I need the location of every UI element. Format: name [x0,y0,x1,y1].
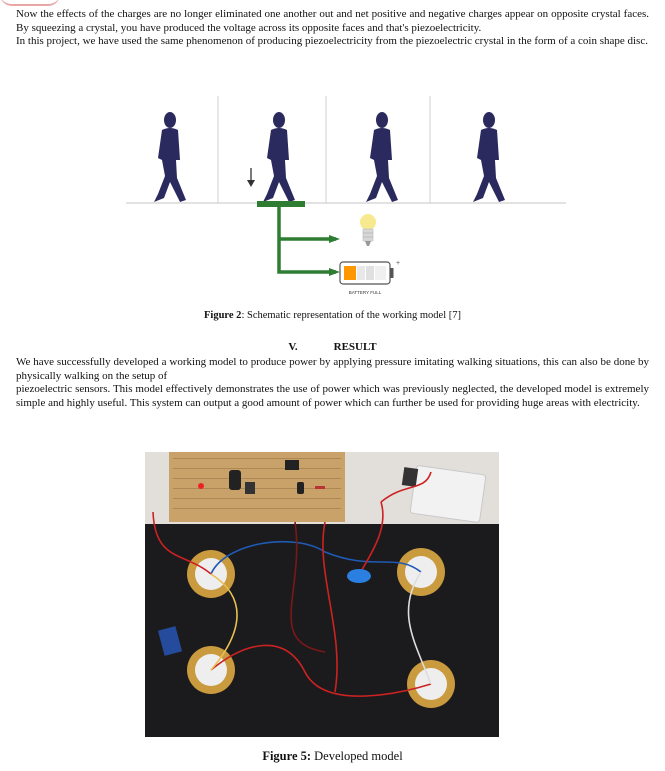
regulator [245,482,255,494]
figure-5-caption: Figure 5: Developed model [0,749,665,764]
light-bulb-icon [360,214,376,246]
figure-2-schematic: BATTERY FULL + [126,96,566,295]
piezo-plate [257,201,305,207]
section-title: RESULT [333,341,377,353]
wires [152,471,432,697]
walker-figure [366,112,398,202]
figure-2-caption: Figure 2: Schematic representation of th… [0,310,665,321]
down-arrow-icon [247,168,255,187]
page-edge-mark [0,0,60,6]
plus-sign: + [396,260,400,267]
sensor-module [157,626,183,656]
walker-figure [154,112,186,202]
capacitor [229,470,241,490]
section-heading: V. RESULT [0,341,665,354]
battery-icon [339,261,394,285]
led [198,483,204,489]
figure-5-label: Figure 5: [262,749,312,763]
figure-5-caption-text: Developed model [311,749,403,763]
result-text-2: piezoelectric sensors. This model effect… [16,383,649,409]
battery-pack [401,465,487,523]
figure-5-photo [145,452,499,737]
blue-led [347,569,371,583]
result-paragraph: We have successfully developed a working… [16,356,649,410]
project-text: In this project, we have used the same p… [16,35,648,48]
wire-to-battery [277,207,336,274]
result-text-1: We have successfully developed a working… [16,356,649,382]
switch [285,460,299,470]
capacitor-small [297,482,304,494]
intro-text: Now the effects of the charges are no lo… [16,8,649,34]
arrow-icon [329,268,340,276]
arrow-icon [329,235,340,243]
section-number: V. [288,341,298,353]
pcb-holes [173,458,341,509]
figure-2-label: Figure 2 [204,310,242,321]
figure-2-caption-text: : Schematic representation of the workin… [241,310,461,321]
intro-paragraph: Now the effects of the charges are no lo… [16,8,649,49]
walker-figure [473,112,505,202]
resistor [315,486,325,489]
walker-figure [263,112,295,202]
battery-label: BATTERY FULL [349,290,382,295]
